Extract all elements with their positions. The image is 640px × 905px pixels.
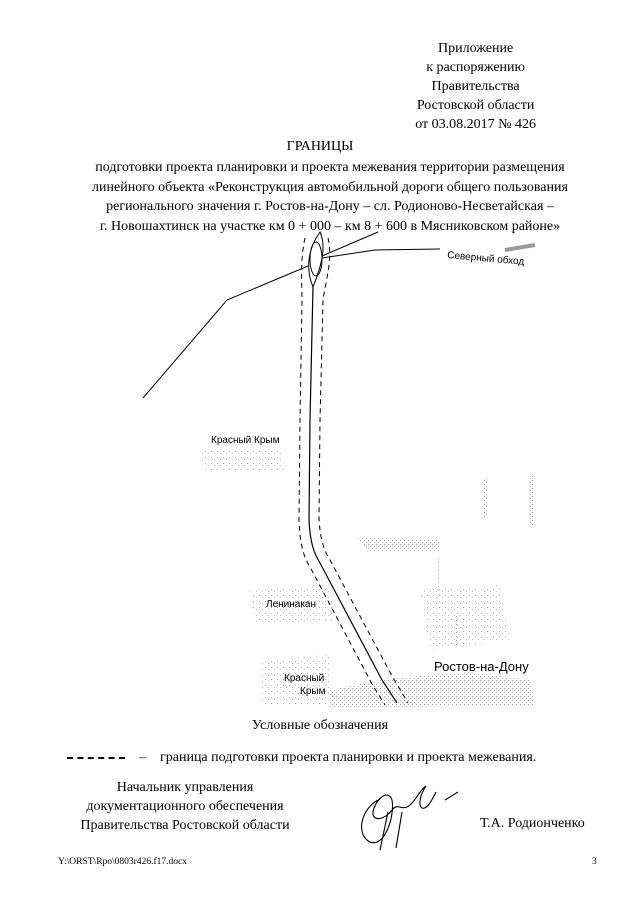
boundary-left xyxy=(298,237,386,706)
subtitle-line: подготовки проекта планировки и проекта … xyxy=(95,160,565,175)
urban-area xyxy=(420,585,510,650)
subtitle-line: г. Новошахтинск на участке км 0 + 000 – … xyxy=(99,218,561,234)
document-subtitle: подготовки проекта планировки и проекта … xyxy=(40,158,620,236)
appendix-line: Приложение xyxy=(438,41,514,56)
appendix-header: Приложение к распоряжению Правительства … xyxy=(415,39,536,134)
street-strip xyxy=(484,478,487,518)
legend-label: граница подготовки проекта планировки и … xyxy=(160,750,537,765)
urban-area xyxy=(357,537,440,552)
position-line: Правительства Ростовской области xyxy=(80,818,290,833)
appendix-line: Правительства xyxy=(431,79,520,94)
urban-area xyxy=(330,672,535,708)
label-northern-bypass: Северный обход xyxy=(447,249,525,268)
legend-separator: – xyxy=(139,750,146,765)
subtitle-line: линейного объекта «Реконструкция автомоб… xyxy=(92,179,568,195)
legend-title: Условные обозначения xyxy=(251,718,389,733)
appendix-line: к распоряжению xyxy=(426,60,525,75)
dashed-line-symbol xyxy=(67,757,125,759)
page-number: 3 xyxy=(592,857,597,867)
main-road xyxy=(308,286,398,704)
urban-area xyxy=(200,448,285,470)
signature-image xyxy=(361,785,459,851)
urban-area xyxy=(260,655,330,705)
road-northern-bypass-gray xyxy=(504,243,536,252)
interchange-ring xyxy=(309,241,323,277)
subtitle-line: регионального значения г. Ростов-на-Дону… xyxy=(106,199,554,214)
street-strip xyxy=(437,555,440,595)
signatory-name: Т.А. Родионченко xyxy=(480,816,585,831)
position-line: документационного обеспечения xyxy=(86,799,284,814)
interchange xyxy=(308,231,324,289)
label-rostov: Ростов-на-Дону xyxy=(434,659,529,674)
boundary-right xyxy=(318,237,409,704)
signatory-position: Начальник управления документационного о… xyxy=(60,778,310,835)
urban-area xyxy=(250,585,335,625)
appendix-line: Ростовской области xyxy=(416,98,535,113)
label-krasny-krym-2: Красный xyxy=(284,673,324,684)
road-northwest xyxy=(142,265,309,399)
street-strip xyxy=(530,475,533,525)
file-path: Y:\ORST\Rpo\0803r426.f17.docx xyxy=(58,857,187,867)
label-leninakan: Ленинакан xyxy=(266,599,316,610)
appendix-line: от 03.08.2017 № 426 xyxy=(415,117,536,132)
road-northern-bypass xyxy=(321,248,441,259)
position-line: Начальник управления xyxy=(116,780,254,795)
road-northeast xyxy=(321,231,379,257)
street-strip xyxy=(455,615,458,645)
document-title: ГРАНИЦЫ xyxy=(286,139,354,154)
legend-item-boundary: – граница подготовки проекта планировки … xyxy=(67,750,536,766)
label-krasny-krym-2: Крым xyxy=(300,686,326,697)
label-krasny-krym: Красный Крым xyxy=(211,435,280,446)
